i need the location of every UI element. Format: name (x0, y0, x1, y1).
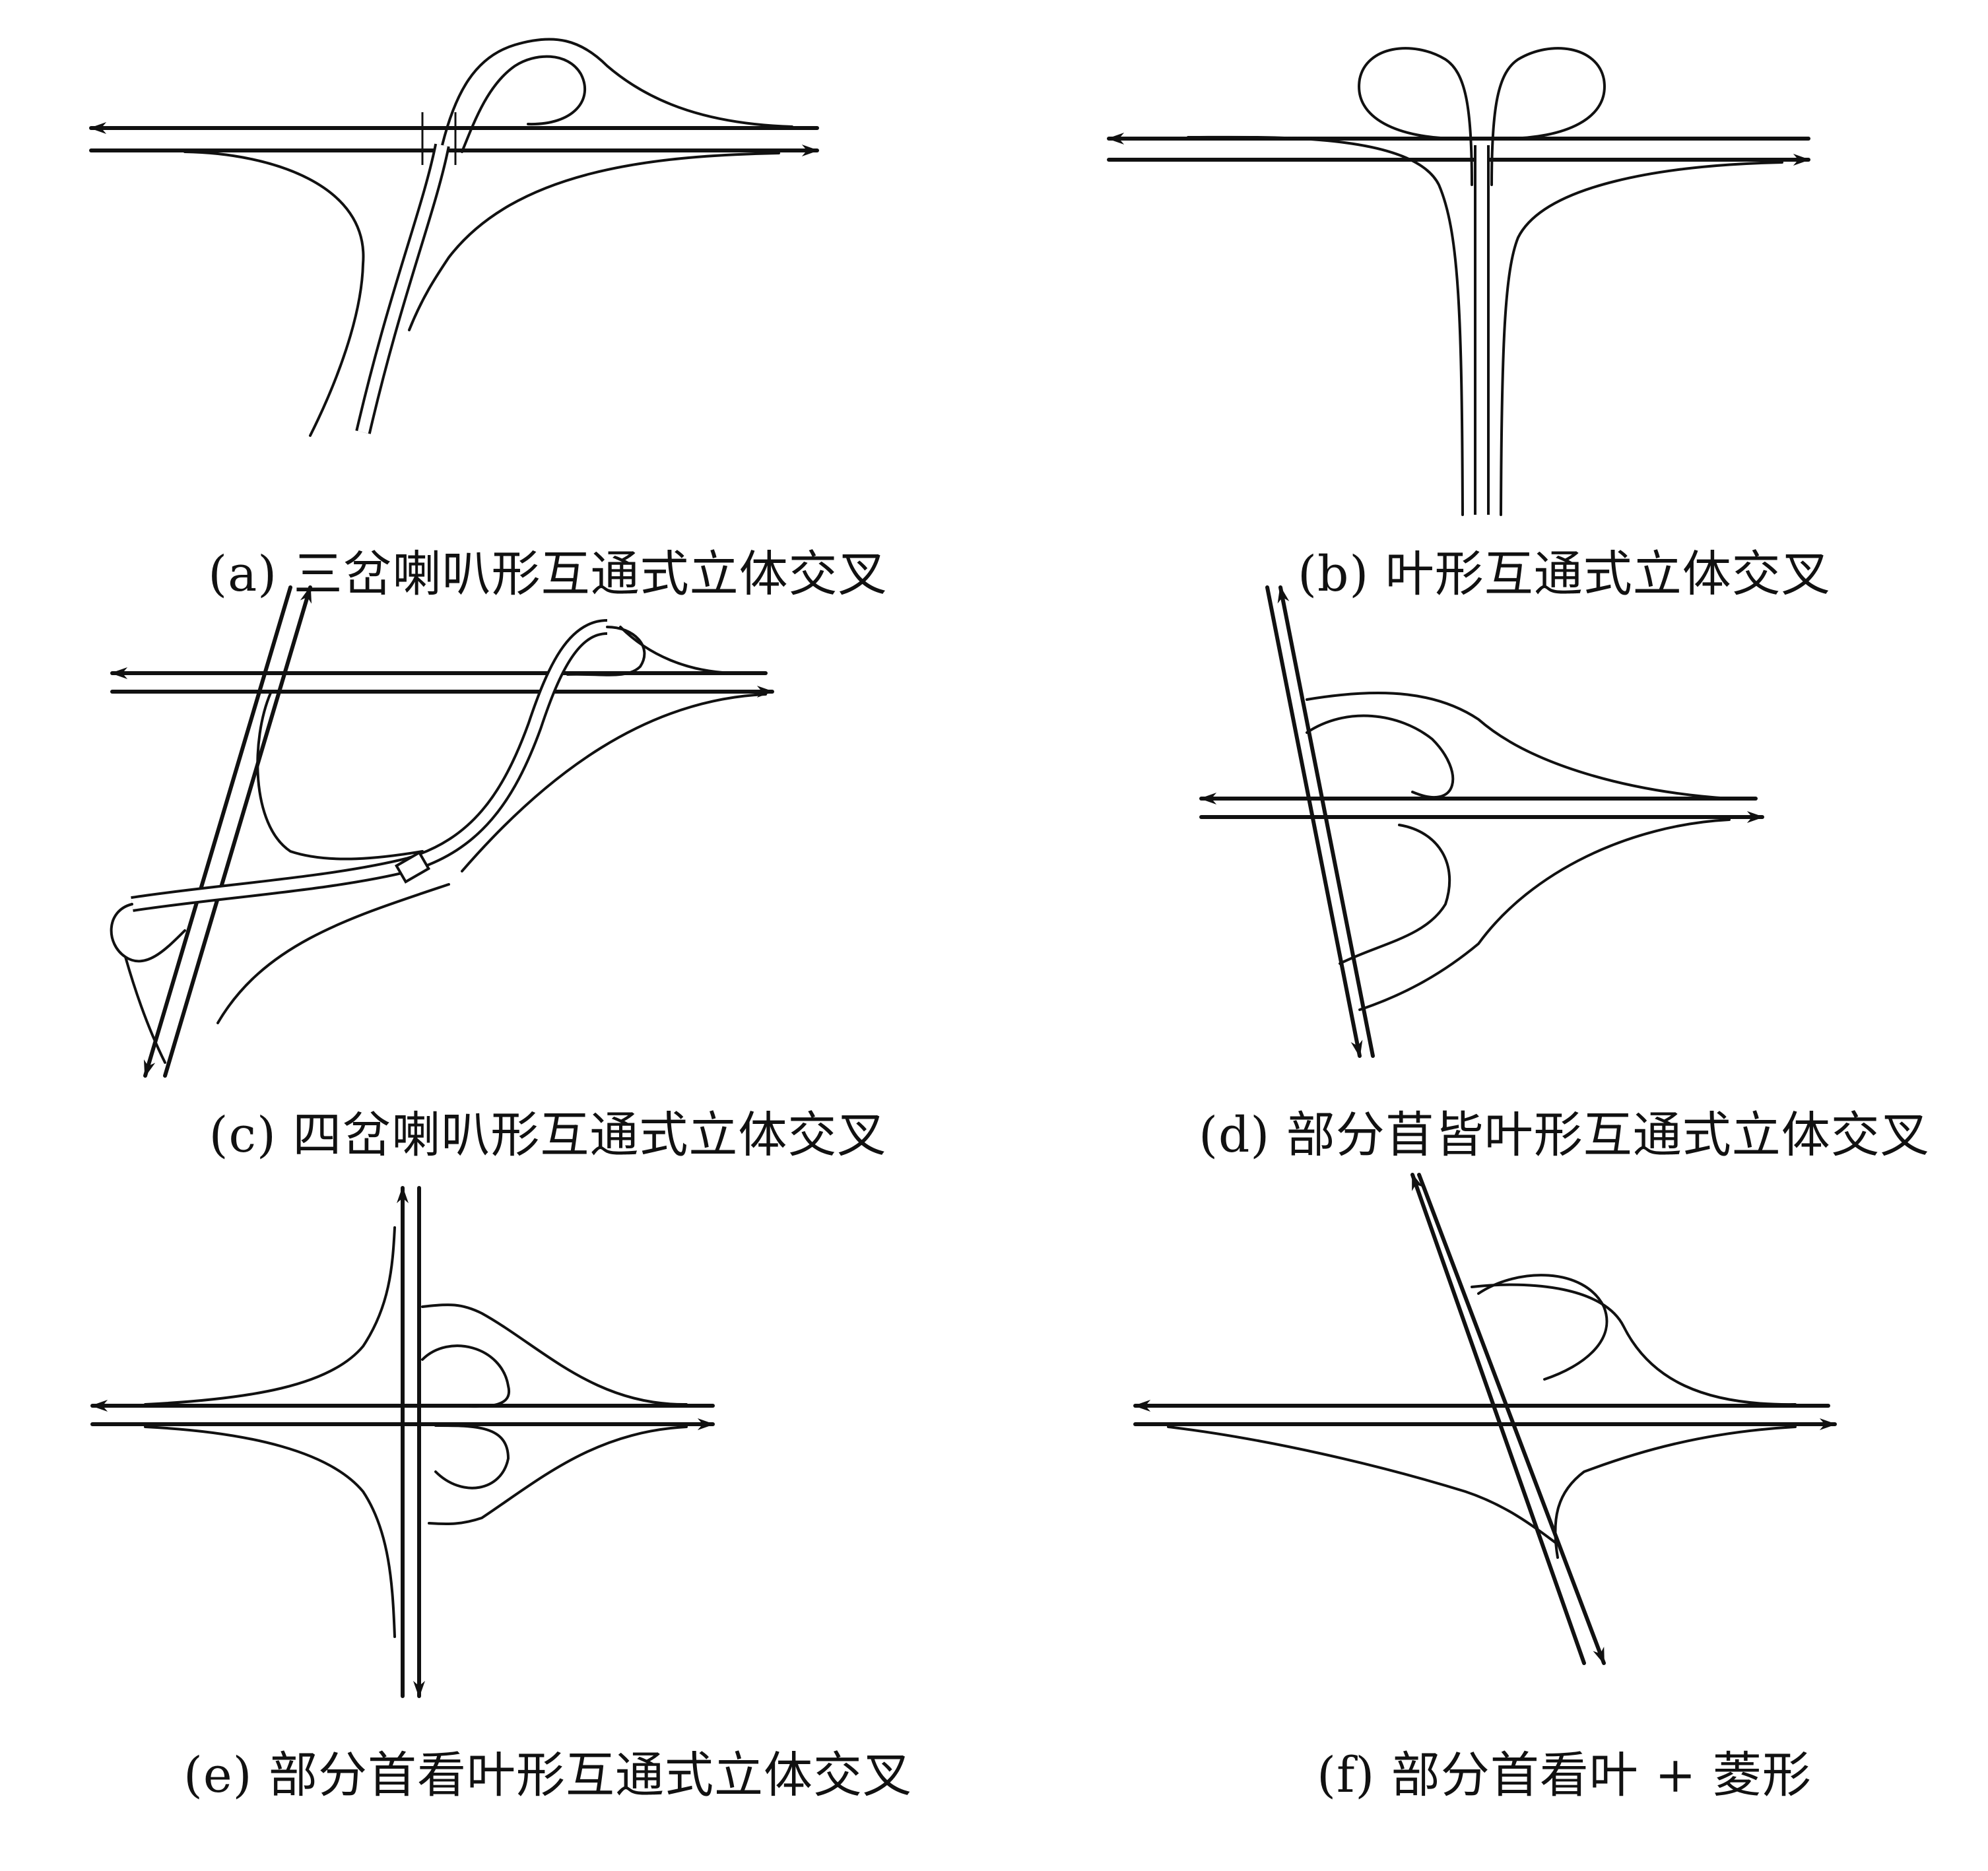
ramp-loop (461, 55, 586, 153)
upper-loop (1306, 714, 1455, 799)
loop-right (1490, 47, 1606, 186)
upper-loop (1477, 1274, 1608, 1381)
inner-loop (256, 692, 424, 861)
cross-road-north (1277, 585, 1375, 1058)
caption-a: (a) 三岔喇叭形互通式立体交叉 (208, 546, 888, 603)
toll-plaza (394, 851, 431, 884)
panel-b: (b) 叶形互通式立体交叉 (1069, 13, 1988, 637)
trumpet-stem-inner (358, 144, 447, 434)
connector-inner (131, 622, 608, 909)
cross-road-south (143, 585, 292, 1078)
cross-road-south (1417, 1173, 1606, 1665)
upper-ramp-left (144, 1226, 396, 1406)
panel-d: (d) 部分苜皆叶形互通式立体交叉 (1069, 574, 1988, 1198)
diagram-b (1107, 47, 1810, 516)
bottom-ramp (124, 956, 166, 1064)
panel-c: (c) 四岔喇叭形互通式立体交叉 (53, 574, 1043, 1198)
lower-ramp-right (428, 1426, 688, 1526)
top-loop (566, 626, 646, 676)
bottom-loop (110, 903, 186, 963)
diagram-e (90, 1186, 715, 1698)
upper-ramp (1471, 1283, 1797, 1406)
upper-ramp (1306, 692, 1731, 800)
caption-c: (c) 四岔喇叭形互通式立体交叉 (209, 1107, 887, 1164)
ramp-west (183, 150, 365, 437)
cross-road-north (163, 585, 312, 1078)
upper-loop (421, 1344, 511, 1408)
diagram-a (89, 38, 819, 437)
ramp-west (1187, 135, 1464, 516)
diamond-ramp-right (1554, 1426, 1797, 1559)
top-ramp (619, 626, 741, 674)
caption-f: (f) 部分首看叶 + 菱形 (1317, 1747, 1812, 1804)
ramp-east (1500, 161, 1783, 516)
loop-left (1358, 47, 1473, 186)
lower-loop (1339, 824, 1451, 965)
diagram-f (1133, 1173, 1837, 1665)
diagram-d (1199, 585, 1764, 1058)
upper-ramp-right (421, 1303, 688, 1406)
connector (131, 619, 608, 912)
diagram-c (110, 585, 774, 1078)
cross-road-north (1410, 1173, 1586, 1665)
inner-ramp-right (461, 693, 767, 872)
inner-ramp-left (216, 883, 450, 1024)
caption-b: (b) 叶形互通式立体交叉 (1298, 546, 1831, 603)
caption-e: (e) 部分首看叶形互通式立体交叉 (183, 1747, 913, 1804)
lower-ramp-left (144, 1426, 396, 1638)
cross-road-south (1265, 585, 1363, 1058)
panel-a: (a) 三岔喇叭形互通式立体交叉 (53, 13, 1043, 637)
panel-f: (f) 部分首看叶 + 菱形 (1069, 1173, 1988, 1838)
caption-d: (d) 部分苜皆叶形互通式立体交叉 (1199, 1107, 1930, 1164)
lower-ramp (1358, 818, 1731, 1011)
panel-e: (e) 部分首看叶形互通式立体交叉 (53, 1186, 1043, 1838)
ramp-loop-outer (441, 38, 793, 147)
lower-loop (434, 1424, 510, 1490)
ramp-east (408, 152, 780, 331)
diamond-ramp-left (1167, 1426, 1559, 1546)
